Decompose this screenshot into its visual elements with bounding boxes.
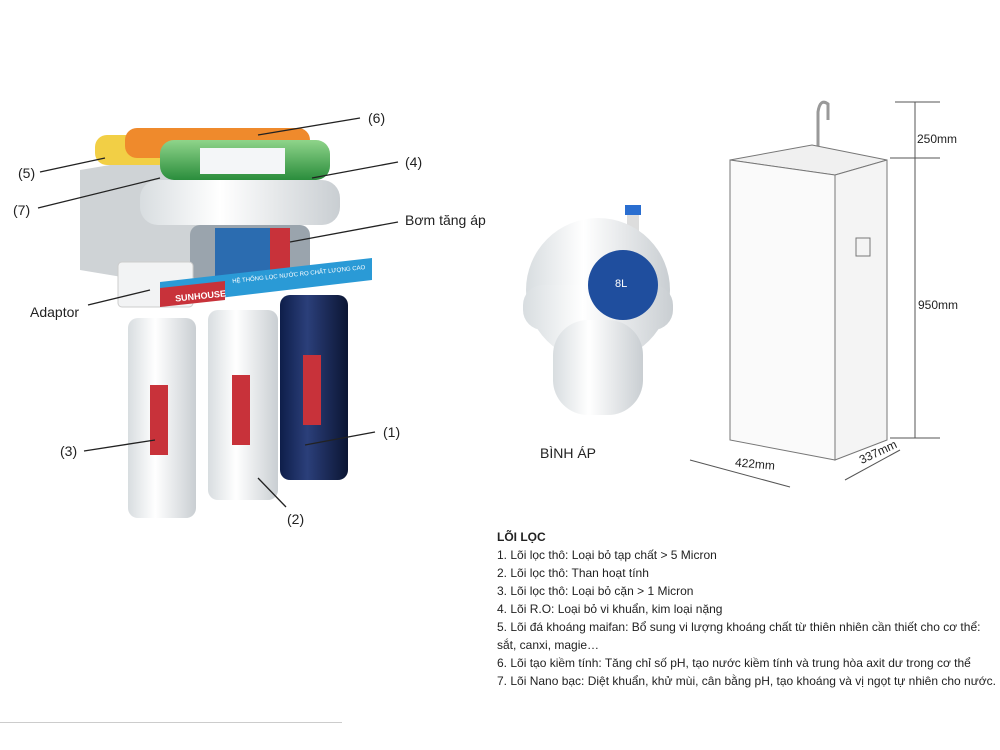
filter-item: 7. Lõi Nano bạc: Diệt khuẩn, khử mùi, câ…: [497, 674, 996, 688]
label-filter-7: (7): [13, 202, 31, 218]
label-filter-6: (6): [368, 110, 386, 126]
dimension-height: 950mm: [918, 298, 959, 312]
filter-item: 1. Lõi lọc thô: Loại bỏ tạp chất > 5 Mic…: [497, 548, 717, 562]
filter-item: 6. Lõi tạo kiềm tính: Tăng chỉ số pH, tạ…: [497, 656, 971, 670]
filter-item: sắt, canxi, magie…: [497, 638, 600, 652]
pressure-tank: [523, 205, 673, 415]
dimension-top: 250mm: [917, 132, 958, 146]
label-pump: Bơm tăng áp: [405, 212, 486, 228]
label-filter-3: (3): [60, 443, 78, 459]
callout-lines: [37, 117, 399, 508]
label-filter-2: (2): [287, 511, 305, 527]
label-filter-4: (4): [405, 154, 423, 170]
label-adaptor: Adaptor: [30, 304, 80, 320]
filter-list: LÕI LỌC 1. Lõi lọc thô: Loại bỏ tạp chất…: [497, 528, 996, 690]
label-tank: BÌNH ÁP: [540, 445, 597, 461]
divider: [0, 722, 342, 723]
filter-item: 3. Lõi lọc thô: Loại bỏ cặn > 1 Micron: [497, 584, 694, 598]
purifier-unit: [80, 128, 372, 518]
ro-membrane: [140, 180, 340, 225]
tank-volume: 8L: [615, 278, 628, 290]
filter-item: 5. Lõi đá khoáng maifan: Bổ sung vi lượn…: [497, 620, 981, 634]
label-filter-1: (1): [383, 424, 401, 440]
filter-item: 2. Lõi lọc thô: Than hoạt tính: [497, 566, 649, 580]
label-filter-5: (5): [18, 165, 36, 181]
filter-item: 4. Lõi R.O: Loại bỏ vi khuẩn, kim loại n…: [497, 602, 723, 616]
filter-list-title: LÕI LỌC: [497, 530, 546, 544]
cabinet: [689, 100, 940, 488]
